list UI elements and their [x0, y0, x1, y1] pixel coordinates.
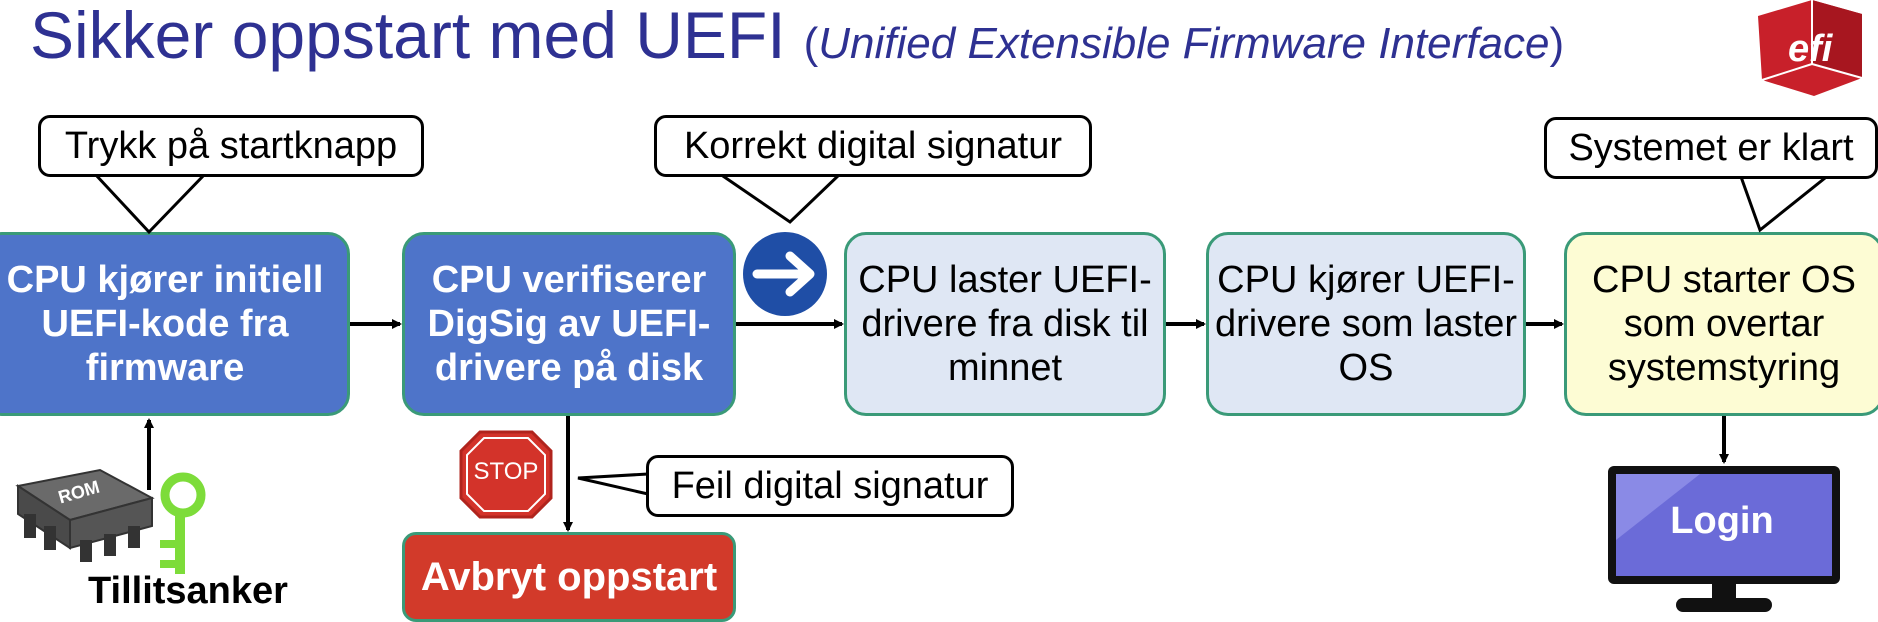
callout-tail-power	[91, 172, 209, 235]
rom-chip-icon	[15, 468, 155, 562]
title-subtitle: (Unified Extensible Firmware Interface)	[803, 19, 1565, 68]
monitor-icon	[1608, 466, 1840, 612]
step-load-drivers: CPU laster UEFI-drivere fra disk til min…	[844, 232, 1166, 416]
callout-tail-ready	[1737, 172, 1835, 233]
step-start-os: CPU starter OS som overtar systemstyring	[1564, 232, 1878, 416]
uefi-logo-icon	[1758, 0, 1863, 96]
abort-boot-box: Avbryt oppstart	[402, 532, 736, 622]
title-subtitle-italic: Unified Extensible Firmware Interface	[818, 19, 1550, 68]
callout-tail-valid-sig	[715, 172, 844, 224]
title-main: Sikker oppstart med UEFI	[30, 0, 786, 72]
slide-title: Sikker oppstart med UEFI (Unified Extensi…	[30, 2, 1564, 72]
stop-sign-text: STOP	[473, 458, 539, 485]
step-initial-uefi-code: CPU kjører initiell UEFI-kode fra firmwa…	[0, 232, 350, 416]
trust-anchor-label: Tillitsanker	[88, 570, 288, 612]
callout-system-ready: Systemet er klart	[1544, 117, 1878, 179]
step-run-drivers: CPU kjører UEFI-drivere som laster OS	[1206, 232, 1526, 416]
callout-tail-invalid-sig	[577, 472, 650, 496]
callout-valid-signature: Korrekt digital signatur	[654, 115, 1092, 177]
callout-invalid-signature: Feil digital signatur	[646, 455, 1014, 517]
monitor-login-text: Login	[1670, 500, 1774, 542]
key-icon	[160, 472, 206, 574]
uefi-logo-text: efi	[1788, 28, 1833, 70]
callout-power-button: Trykk på startknapp	[38, 115, 424, 177]
step-verify-digsig: CPU verifiserer DigSig av UEFI-drivere p…	[402, 232, 736, 416]
stop-sign-icon	[459, 430, 553, 519]
